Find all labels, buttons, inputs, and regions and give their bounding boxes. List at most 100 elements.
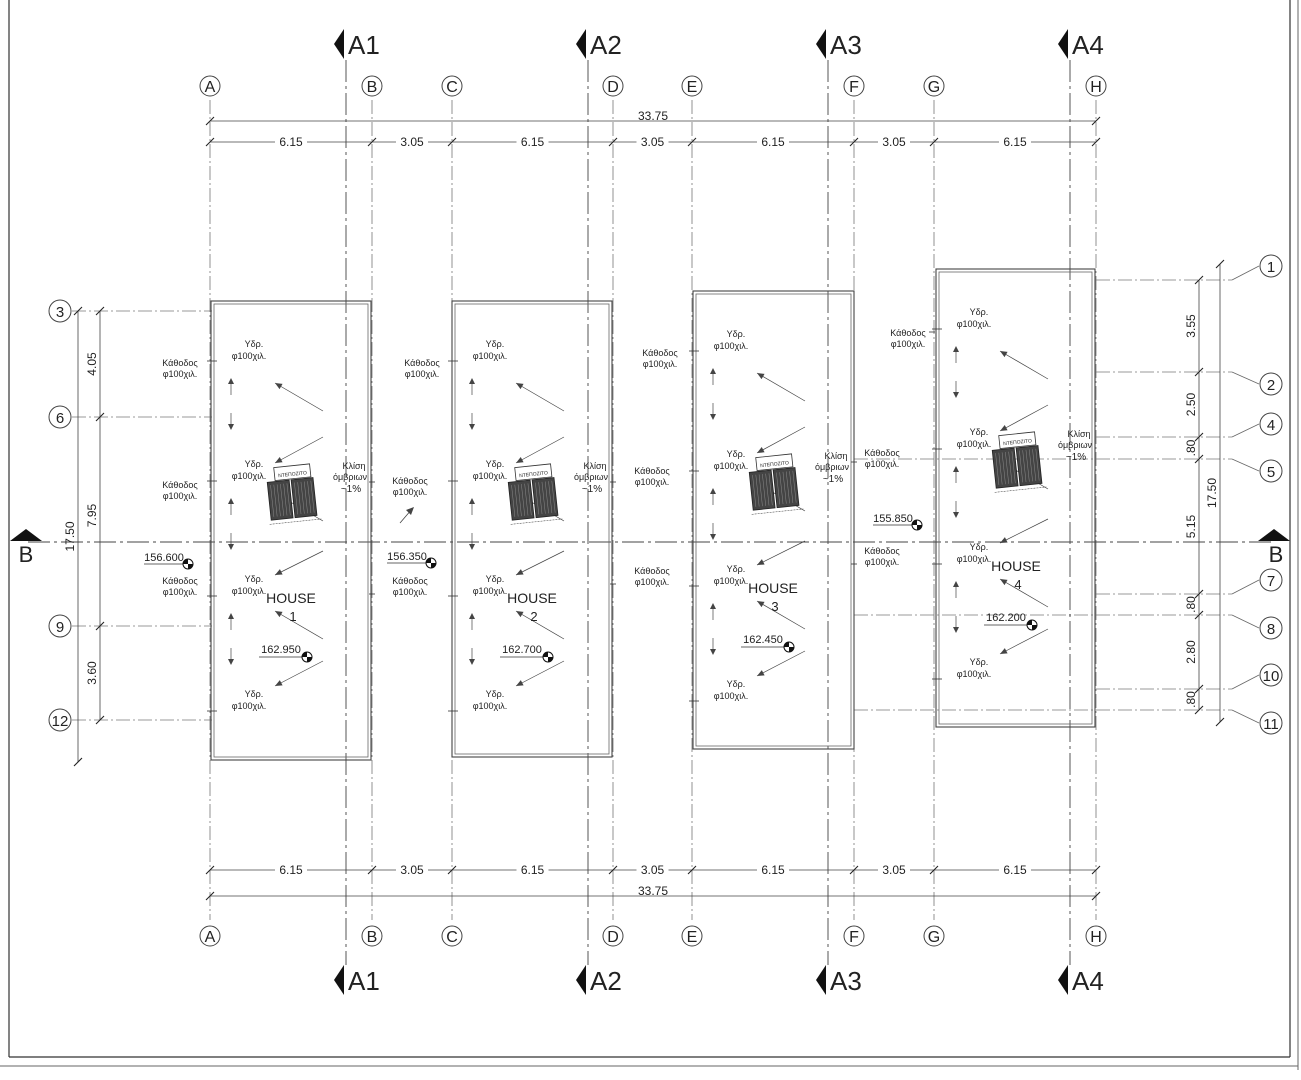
grid-row-bubble-8 <box>1259 616 1283 640</box>
grid-bubble-label: D <box>607 79 619 96</box>
solar-panel-line <box>752 475 757 507</box>
dimension-label-bg <box>757 862 789 876</box>
solar-panel-line <box>786 471 790 504</box>
tank-box <box>998 431 1037 450</box>
ground-level-symbol-fill <box>917 525 922 530</box>
tank-base <box>751 508 804 515</box>
house-1: Υδρ.φ100χιλ.Υδρ.φ100χιλ.Υδρ.φ100χιλ.Υδρ.… <box>207 300 372 761</box>
downpipe-label: Κάθοδος <box>864 546 900 556</box>
solar-panel-line <box>1001 452 1006 485</box>
water-pipe-size: φ100χιλ. <box>473 351 508 361</box>
solar-panel-line <box>535 482 539 515</box>
slope-label: Κλίση <box>824 451 847 461</box>
downpipe-label: Κάθοδος <box>890 328 926 338</box>
grid-row-bubble-label: 7 <box>1267 573 1275 590</box>
dimension-label-bg <box>275 862 307 876</box>
solar-panel-line <box>1022 450 1027 483</box>
grid-row-bubble-label: 1 <box>1267 259 1275 276</box>
grid-bubble-b <box>361 925 383 947</box>
roof-level-symbol-fill <box>789 647 794 652</box>
slope-arrowhead <box>1000 425 1008 431</box>
solar-panel-line <box>541 481 546 514</box>
dimension-tick <box>608 865 618 875</box>
dimension-label-vertical: 2.50 <box>1184 392 1198 416</box>
slope-label: όμβριων <box>333 472 368 482</box>
water-pipe-size: φ100χιλ. <box>957 554 992 564</box>
dimension-label: 6.15 <box>761 863 785 877</box>
dimension-tick <box>849 137 859 147</box>
grid-row-leader-11 <box>1231 709 1260 724</box>
dimension-label-bg <box>757 134 789 148</box>
dimension-label: 6.15 <box>761 135 785 149</box>
slope-arrowhead <box>1000 648 1008 654</box>
solar-panel-line <box>527 483 532 516</box>
dimension-label-bg <box>999 134 1031 148</box>
ground-level: 156.600 <box>144 552 184 564</box>
dimension-tick <box>95 621 105 631</box>
dimension-tick <box>447 865 457 875</box>
dimension-label-vertical: .80 <box>1184 439 1198 456</box>
dimension-tick <box>205 137 215 147</box>
water-pipe-size: φ100χιλ. <box>473 701 508 711</box>
dimension-tick <box>205 865 215 875</box>
tank-base <box>269 518 322 525</box>
solar-panel-line <box>551 480 556 513</box>
dimension-label: 6.15 <box>521 135 545 149</box>
dimension-tick <box>1215 259 1225 269</box>
flow-arrowhead <box>228 659 234 665</box>
dimension-label-bg <box>999 862 1031 876</box>
grid-bubble-label: C <box>446 79 458 96</box>
solar-panel-line <box>300 481 305 514</box>
dimension-tick <box>73 306 83 316</box>
slope-arrowhead <box>757 447 765 453</box>
downpipe-label: Κάθοδος <box>392 576 428 586</box>
slope-arrowhead <box>516 569 524 575</box>
solar-panel-line <box>511 485 516 517</box>
section-arrow-a1 <box>334 965 344 995</box>
slope-label: Κλίση <box>583 461 606 471</box>
dimension-label: 3.05 <box>400 135 424 149</box>
water-pipe-label: Υδρ. <box>727 564 746 574</box>
flow-arrowhead <box>953 627 959 633</box>
house-number: 4 <box>1014 577 1021 592</box>
house-4: Υδρ.φ100χιλ.Υδρ.φ100χιλ.Υδρ.φ100χιλ.Υδρ.… <box>932 268 1096 728</box>
solar-panel-line <box>995 453 1000 485</box>
ground-level-symbol-fill <box>188 564 193 569</box>
solar-tank-group: ΝΤΕΠΟΖΙΤΟ <box>266 463 322 525</box>
dimension-label-vertical: 4.05 <box>85 352 99 376</box>
grid-bubble-label: A <box>205 79 216 96</box>
flow-arrowhead <box>710 649 716 655</box>
flow-arrowhead <box>469 378 475 384</box>
dimension-tick <box>929 137 939 147</box>
downpipe-size: φ100χιλ. <box>405 369 440 379</box>
downpipe-label: Κάθοδος <box>634 566 670 576</box>
water-pipe-size: φ100χιλ. <box>957 439 992 449</box>
dimension-tick <box>849 865 859 875</box>
section-arrow-a1 <box>334 29 344 59</box>
solar-panel-line <box>538 482 543 515</box>
ground-level: 155.850 <box>873 513 913 525</box>
roof-level-symbol-fill <box>1032 625 1037 630</box>
section-arrow-b-right <box>1258 529 1290 541</box>
solar-panel-line <box>270 485 275 517</box>
dimension-tick <box>1194 454 1204 464</box>
water-pipe-label: Υδρ. <box>970 307 989 317</box>
section-label: A3 <box>830 966 862 996</box>
grid-row-bubble-label: 2 <box>1267 377 1275 394</box>
slope-arrowhead <box>516 680 524 686</box>
solar-panel-line <box>280 484 284 516</box>
section-label: A4 <box>1072 966 1104 996</box>
water-pipe-size: φ100χιλ. <box>957 319 992 329</box>
solar-panel-line <box>1035 448 1040 481</box>
downpipe-size: φ100χιλ. <box>635 477 670 487</box>
slope-arrow <box>756 426 806 454</box>
grid-bubble-f <box>843 925 865 947</box>
grid-bubble-label: G <box>928 929 940 946</box>
water-pipe-size: φ100χιλ. <box>714 341 749 351</box>
grid-row-bubble-label: 11 <box>1263 716 1279 733</box>
dimension-tick <box>1091 865 1101 875</box>
solar-panel-line <box>1019 450 1023 483</box>
house-outline-inner <box>213 303 369 758</box>
grid-row-bubble-label: 8 <box>1267 621 1275 638</box>
